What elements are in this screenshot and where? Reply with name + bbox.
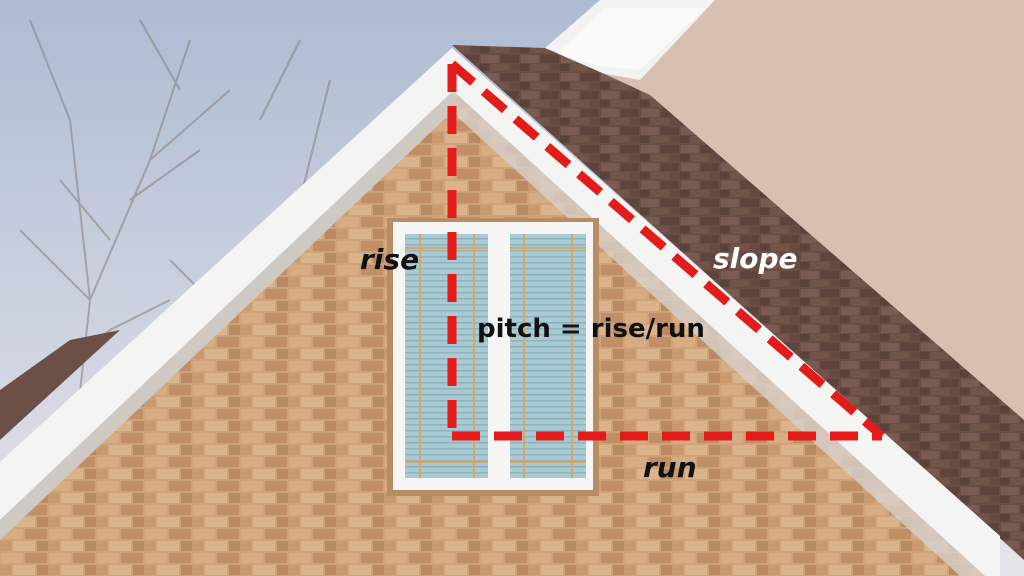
run-label: run [643,451,697,484]
slope-guide-line [449,60,885,440]
rise-label: rise [360,243,420,276]
left-fascia [0,48,452,520]
pitch-formula-label: pitch = rise/run [477,314,705,344]
stucco-wall [610,0,1024,420]
window [387,218,599,496]
measurement-guides [447,60,885,441]
slope-label: slope [713,242,798,275]
lower-left-roof [0,330,120,440]
